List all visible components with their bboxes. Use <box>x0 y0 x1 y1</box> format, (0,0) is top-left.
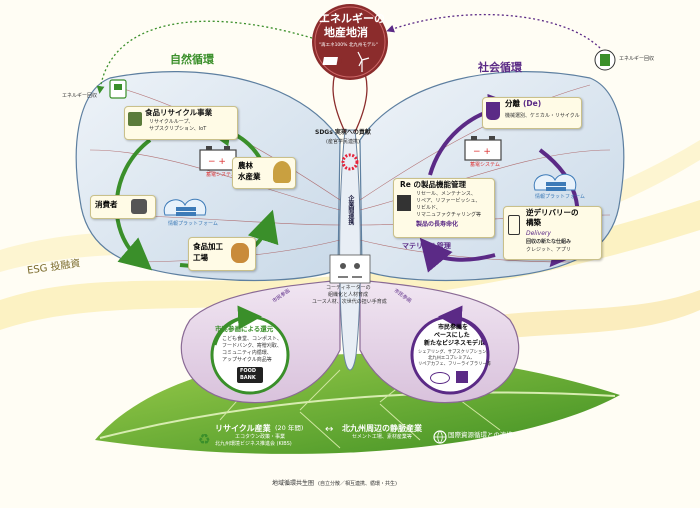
recycle-industry-title: リサイクル産業 <box>215 424 271 433</box>
consumer-label: 消費者 <box>95 200 118 209</box>
civic-business-title-1: 市民参画を <box>438 324 469 331</box>
shirt-icon <box>456 371 468 383</box>
separation-sub: 機械選別、ケミカル・リサイクル <box>505 113 580 119</box>
food-recycle-icon <box>128 112 142 126</box>
civic-business-line3: リペアカフェ、フリーライブラリー等 <box>418 362 492 367</box>
agri-label-1: 農林 <box>238 161 253 170</box>
civic-return-line4: アップサイクル商品等 <box>222 357 272 363</box>
food-bank-food: FOOD <box>240 368 257 374</box>
bidirectional-arrow: ↔ <box>325 424 334 435</box>
sdgs-sub: (産官学民連携) <box>326 139 360 145</box>
cloud-database-icon <box>533 173 577 191</box>
social-cycle-arrow <box>419 237 496 273</box>
reverse-line1: 逆デリバリーの <box>526 208 579 217</box>
processing-label-2: 工場 <box>193 253 208 262</box>
cooperation-label: 企業間連携 <box>346 195 354 225</box>
civic-business-title-3: 新たなビジネスモデル <box>424 340 485 347</box>
re-line2: リペア、リファービッシュ、 <box>416 198 481 204</box>
material-management-label: マテリアル管理 <box>402 242 451 250</box>
vein-industry-title: 北九州周辺の静脈産業 <box>342 424 422 433</box>
energy-title-line1: エネルギーの <box>319 12 385 25</box>
footer-main: 地域循環共生圏 <box>272 480 315 487</box>
plant-icon <box>273 161 291 183</box>
coordinator-line1: コーディネーターの <box>326 285 371 291</box>
coordinator-icon <box>329 254 371 284</box>
vein-industry-sub: セメント工場、素材産業等 <box>352 434 412 440</box>
reverse-line3: 回収の新たな仕組み <box>526 239 572 245</box>
background-swoosh <box>0 200 700 330</box>
food-bank-bank: BANK <box>240 375 256 381</box>
recycle-industry-sub1: エコタウン政策・事業 <box>235 434 286 440</box>
flask-icon <box>486 102 500 120</box>
separation-card: 分離 (De) 機械選別、ケミカル・リサイクル <box>482 97 582 129</box>
svg-text:− +: − + <box>473 147 491 157</box>
food-recycle-title: 食品リサイクル事業 <box>145 108 213 117</box>
recycle-industry-sub2: 北九州環境ビジネス推進会 (KIBS) <box>215 441 292 447</box>
smartphone-icon <box>508 215 520 235</box>
civic-business-line1: シェアリング、サブスクリプション、 <box>418 350 491 355</box>
reverse-line2: 構築 <box>526 218 541 227</box>
nature-cycle-title: 自然循環 <box>170 53 214 66</box>
butterfly-body <box>339 129 361 371</box>
consumer-card: 消費者 <box>90 195 156 219</box>
agri-card: 農林 水産業 <box>232 157 296 189</box>
civic-return-line3: コミュニティ内循環、 <box>222 350 272 356</box>
energy-arc-left <box>96 20 313 94</box>
battery-icon: − + <box>199 146 237 171</box>
re-title: Re の製品機能管理 <box>400 180 466 189</box>
food-bank-icon <box>237 367 263 383</box>
civic-return-line2: フードバンク、寄贈刈取、 <box>222 343 282 349</box>
civic-business-line2: 北九州エコプレミアム、 <box>428 356 475 361</box>
food-recycle-sub2: サプスクリプション、IoT <box>149 126 207 132</box>
energy-model-label: "再エネ100% 北九州モデル" <box>319 43 378 48</box>
civic-return-title: 市民参画による還元 <box>215 325 274 333</box>
solar-panel-icon <box>322 56 343 66</box>
re-line3: リビルド、 <box>416 205 441 211</box>
footer-sub: (自立分散／相互連携、循環・共生) <box>318 481 397 487</box>
processing-label-1: 食品加工 <box>193 242 223 251</box>
international-label: 国際資源循環との連携 <box>448 431 513 439</box>
wind-turbine-icon <box>357 51 370 72</box>
food-recycle-card: 食品リサイクル事業 リサイクルループ、 サプスクリプション、IoT <box>124 106 238 140</box>
cloud-database-icon <box>163 198 207 216</box>
sdgs-title: SDGs 実現への貢献 <box>315 129 371 136</box>
re-line4: リマニュファクチャリング等 <box>416 212 481 218</box>
bread-icon <box>231 243 249 263</box>
energy-recovery-left-label: エネルギー回収 <box>62 93 98 99</box>
sdgs-wheel-icon <box>341 153 359 171</box>
nature-platform-label: 情報プラットフォーム <box>168 221 218 227</box>
re-management-card: Re の製品機能管理 リセール、メンテナンス、 リペア、リファービッシュ、 リビ… <box>393 178 495 238</box>
recycle-icon: ♻ <box>198 432 211 448</box>
social-platform-label: 情報プラットフォーム <box>535 194 585 200</box>
coordinator-line3: ユース人材、次世代の担い手育成 <box>312 299 387 305</box>
separation-title: 分離 <box>505 99 520 108</box>
shopping-bag-icon <box>131 199 147 214</box>
reverse-line4: クレジット、アプリ <box>526 247 571 253</box>
separation-de: (De) <box>523 99 542 108</box>
agri-label-2: 水産業 <box>238 172 261 181</box>
social-battery-label: 蓄電システム <box>470 162 500 168</box>
bicycle-icon <box>430 372 450 384</box>
coordinator-line2: 組織化と人材育成 <box>328 292 369 298</box>
re-line1: リセール、メンテナンス、 <box>416 191 476 197</box>
nature-battery-label: 蓄電システム <box>206 172 236 178</box>
energy-recovery-icon-left <box>109 79 127 99</box>
energy-title-line2: 地産地消 <box>324 26 368 39</box>
reverse-delivery-card: 逆デリバリーの 構築 Delivery 回収の新たな仕組み クレジット、アプリ <box>503 206 602 260</box>
energy-recovery-right-label: エネルギー回収 <box>619 56 655 62</box>
factory-icon <box>397 195 411 211</box>
social-cycle-title: 社会循環 <box>478 61 522 74</box>
energy-recovery-icon-right <box>594 49 616 71</box>
energy-arc-right <box>386 14 601 49</box>
food-recycle-sub1: リサイクルループ、 <box>149 119 194 125</box>
svg-text:− +: − + <box>208 157 226 167</box>
food-processing-card: 食品加工 工場 <box>188 237 256 271</box>
civic-return-line1: こども食堂、コンポスト、 <box>222 336 282 342</box>
re-life: 製品の長寿命化 <box>416 221 459 228</box>
delivery-label: Delivery <box>526 230 551 237</box>
civic-business-title-2: ベースにした <box>434 332 470 339</box>
recycle-industry-years: (20 年間) <box>275 424 304 432</box>
battery-icon: − + <box>464 136 502 161</box>
